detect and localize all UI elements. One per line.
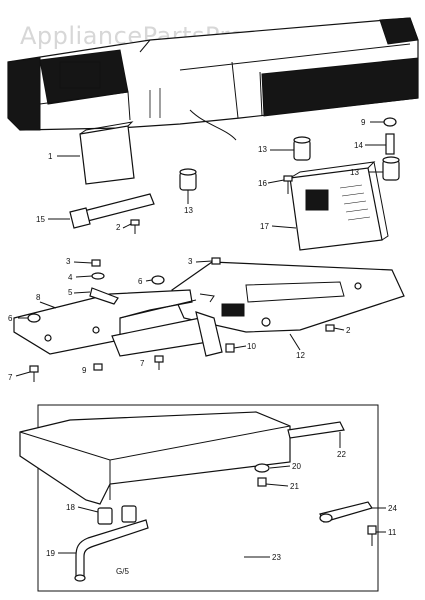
callout-3-left: 3 xyxy=(66,257,71,266)
screw-16 xyxy=(267,175,293,194)
table-extension xyxy=(19,411,345,505)
latch-24 xyxy=(319,501,386,523)
callout-2-right: 2 xyxy=(346,326,351,335)
callout-15: 15 xyxy=(36,215,45,224)
bushing-13-right xyxy=(362,156,400,181)
lever-rod-19 xyxy=(58,519,149,582)
callout-17: 17 xyxy=(260,222,269,231)
callout-21: 21 xyxy=(290,482,299,491)
callout-10: 10 xyxy=(247,342,256,351)
washer-4 xyxy=(75,272,105,280)
diagram-code: G/5 xyxy=(116,567,129,576)
screw-3a xyxy=(73,259,101,267)
callout-13-mid: 13 xyxy=(258,145,267,154)
callout-8: 8 xyxy=(36,293,41,302)
callout-5: 5 xyxy=(68,288,73,297)
callout-12: 12 xyxy=(296,351,305,360)
washer-20 xyxy=(254,463,291,473)
callout-1: 1 xyxy=(48,152,53,161)
clamp-18 xyxy=(77,505,137,525)
callout-16: 16 xyxy=(258,179,267,188)
callout-20: 20 xyxy=(292,462,301,471)
screw-11 xyxy=(367,525,386,546)
bracket-assembly xyxy=(13,289,223,357)
callout-13-left: 13 xyxy=(184,206,193,215)
screw-2b xyxy=(325,324,345,332)
screw-10 xyxy=(225,343,247,353)
callout-4: 4 xyxy=(68,273,73,282)
hinge-rod xyxy=(48,193,155,229)
bracket-box xyxy=(271,161,389,251)
screw-2a xyxy=(122,219,140,234)
callout-23: 23 xyxy=(272,553,281,562)
callout-9-mid: 9 xyxy=(82,366,87,375)
stud-14 xyxy=(365,117,397,155)
callout-14: 14 xyxy=(354,141,363,150)
bushing-13-mid xyxy=(270,136,311,161)
cover-plate xyxy=(57,121,135,185)
callout-3-right: 3 xyxy=(188,257,193,266)
screw-21 xyxy=(257,477,289,487)
callout-19: 19 xyxy=(46,549,55,558)
kit-frame xyxy=(37,404,379,592)
clip-5 xyxy=(73,287,119,305)
callout-6-right: 6 xyxy=(138,277,143,286)
washer-6a xyxy=(145,275,165,285)
screw-7b xyxy=(154,355,164,370)
bushing-13-left xyxy=(179,168,197,204)
screw-7a xyxy=(15,365,39,382)
base-plate xyxy=(171,261,405,351)
callout-24: 24 xyxy=(388,504,397,513)
callout-2-top: 2 xyxy=(116,223,121,232)
callout-7-mid: 7 xyxy=(140,359,145,368)
washer-6b xyxy=(18,313,41,323)
callout-11: 11 xyxy=(388,528,397,537)
callout-labels: 1 15 2 13 13 13 9 14 16 17 3 3 4 5 6 8 6… xyxy=(8,118,397,576)
screw-3b xyxy=(195,257,221,265)
callout-6-left: 6 xyxy=(8,314,13,323)
callout-18: 18 xyxy=(66,503,75,512)
machine-bed xyxy=(7,17,419,141)
callout-7-left: 7 xyxy=(8,373,13,382)
callout-9-top: 9 xyxy=(361,118,366,127)
callout-13-right: 13 xyxy=(350,168,359,177)
nut-9 xyxy=(93,363,103,371)
callout-22: 22 xyxy=(337,450,346,459)
